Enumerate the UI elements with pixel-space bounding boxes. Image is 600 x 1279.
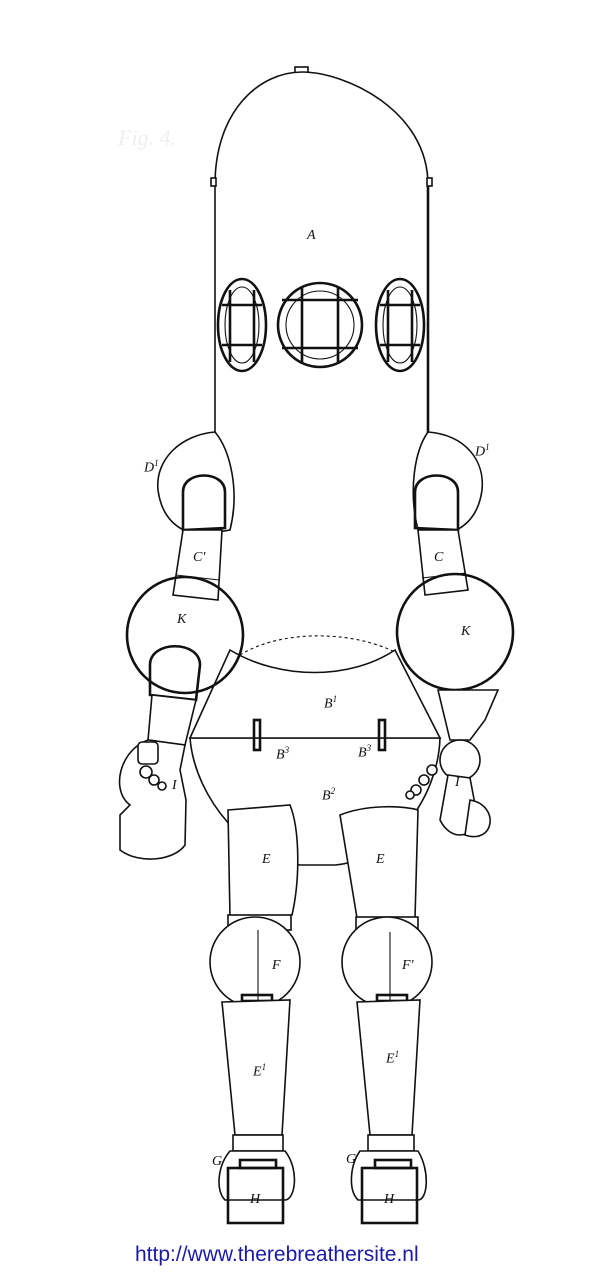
label-foot-left: H bbox=[250, 1192, 261, 1207]
label-calf-right: E1 bbox=[386, 1049, 399, 1068]
label-sup: 1 bbox=[485, 442, 490, 452]
label-upper-arm-right: C bbox=[434, 550, 444, 565]
label-clasp-right: B3 bbox=[358, 743, 371, 762]
watermark-url: http://www.therebreathersite.nl bbox=[135, 1243, 419, 1266]
label-text: B bbox=[358, 745, 367, 761]
label-text: E bbox=[253, 1064, 262, 1080]
label-sup: 1 bbox=[394, 1049, 400, 1059]
left-leg bbox=[209, 804, 301, 1225]
label-clasp-left: B3 bbox=[276, 745, 289, 764]
helmet bbox=[210, 66, 433, 440]
label-shoulder-right: D1 bbox=[475, 442, 490, 461]
helmet-windows bbox=[216, 277, 426, 373]
label-thigh-left: E bbox=[262, 852, 271, 867]
label-body-upper: B1 bbox=[324, 694, 337, 713]
label-thigh-right: E bbox=[376, 852, 385, 867]
label-foot-right: H bbox=[384, 1192, 395, 1207]
right-arm bbox=[395, 431, 515, 838]
label-upper-arm-left: C' bbox=[193, 550, 206, 565]
figure-label: Fig. 4. bbox=[118, 125, 177, 150]
label-sup: 2 bbox=[330, 786, 336, 796]
right-leg bbox=[339, 805, 433, 1225]
label-hand-left: I bbox=[172, 778, 177, 793]
label-sup: 1 bbox=[332, 694, 338, 704]
label-text: D bbox=[475, 444, 486, 460]
label-sup: 1 bbox=[261, 1062, 267, 1072]
label-elbow-left: K bbox=[177, 612, 187, 627]
label-sup: 3 bbox=[366, 743, 372, 753]
label-hand-right: I bbox=[455, 775, 460, 790]
label-text: E bbox=[386, 1051, 395, 1067]
label-text: B bbox=[322, 788, 331, 804]
left-arm bbox=[118, 431, 245, 860]
label-calf-left: E1 bbox=[253, 1062, 266, 1081]
label-ankle-left: G bbox=[212, 1154, 223, 1169]
label-knee-left: F bbox=[272, 958, 281, 973]
label-shoulder-left: D1 bbox=[144, 458, 159, 477]
label-helmet: A bbox=[307, 228, 316, 243]
label-ankle-right: G bbox=[346, 1152, 357, 1167]
label-knee-right: F' bbox=[402, 958, 414, 973]
label-text: B bbox=[276, 747, 285, 763]
label-sup: 3 bbox=[284, 745, 290, 755]
label-body-lower: B2 bbox=[322, 786, 335, 805]
label-elbow-right: K bbox=[461, 624, 471, 639]
label-sup: 1 bbox=[154, 458, 159, 468]
label-text: B bbox=[324, 696, 333, 712]
label-text: D bbox=[144, 460, 155, 476]
